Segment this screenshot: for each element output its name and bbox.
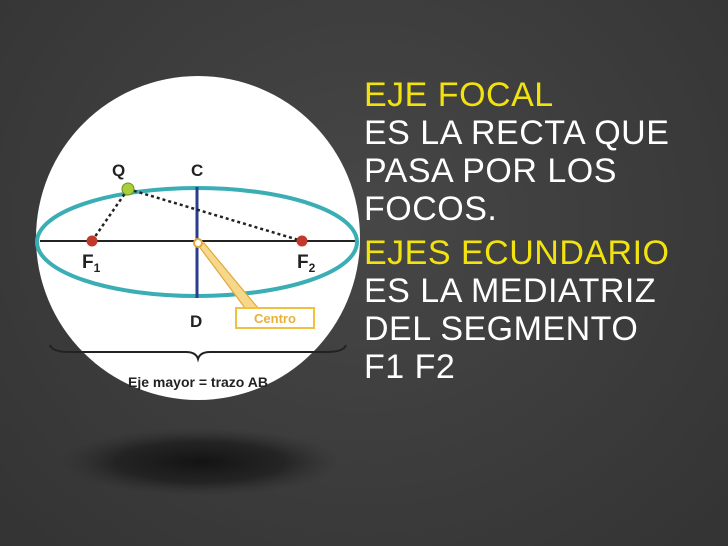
label-f1: F1: [82, 252, 101, 275]
centro-label: Centro: [254, 311, 296, 326]
definitions-text: EJE FOCAL ES LA RECTA QUE PASA POR LOS F…: [364, 76, 720, 386]
major-axis-brace: [49, 344, 347, 363]
focal-axis-line-1: ES LA RECTA QUE: [364, 114, 670, 152]
focus-point-f2: [296, 235, 308, 247]
center-point: [193, 238, 203, 248]
secondary-axis-line-1: ES LA MEDIATRIZ: [364, 272, 657, 310]
radius-f1-q: [90, 188, 130, 242]
label-q: Q: [112, 161, 125, 180]
radius-q-f2: [127, 187, 303, 243]
point-q: [121, 182, 135, 196]
secondary-axis-heading: EJES ECUNDARIO: [364, 234, 670, 272]
label-f2: F2: [297, 252, 316, 275]
focal-axis-line-2: PASA POR LOS: [364, 152, 617, 190]
diagram-content: Centro Q C D F1 F2 Eje mayor = trazo AB: [35, 161, 359, 390]
label-f1-subscript: 1: [94, 261, 101, 275]
label-d: D: [190, 312, 202, 331]
focal-axis-heading: EJE FOCAL: [364, 76, 554, 114]
label-f2-letter: F: [297, 252, 309, 273]
circle-shadow: [60, 428, 340, 496]
focus-point-f1: [86, 235, 98, 247]
major-axis-label: Eje mayor = trazo AB: [128, 374, 268, 390]
secondary-axis-line-2: DEL SEGMENTO: [364, 310, 639, 348]
centro-box: [235, 307, 315, 329]
secondary-axis-line-3: F1 F2: [364, 348, 456, 386]
focal-axis-line-3: FOCOS.: [364, 190, 498, 228]
label-f2-subscript: 2: [309, 261, 316, 275]
label-c: C: [191, 161, 203, 180]
label-f1-letter: F: [82, 252, 94, 273]
